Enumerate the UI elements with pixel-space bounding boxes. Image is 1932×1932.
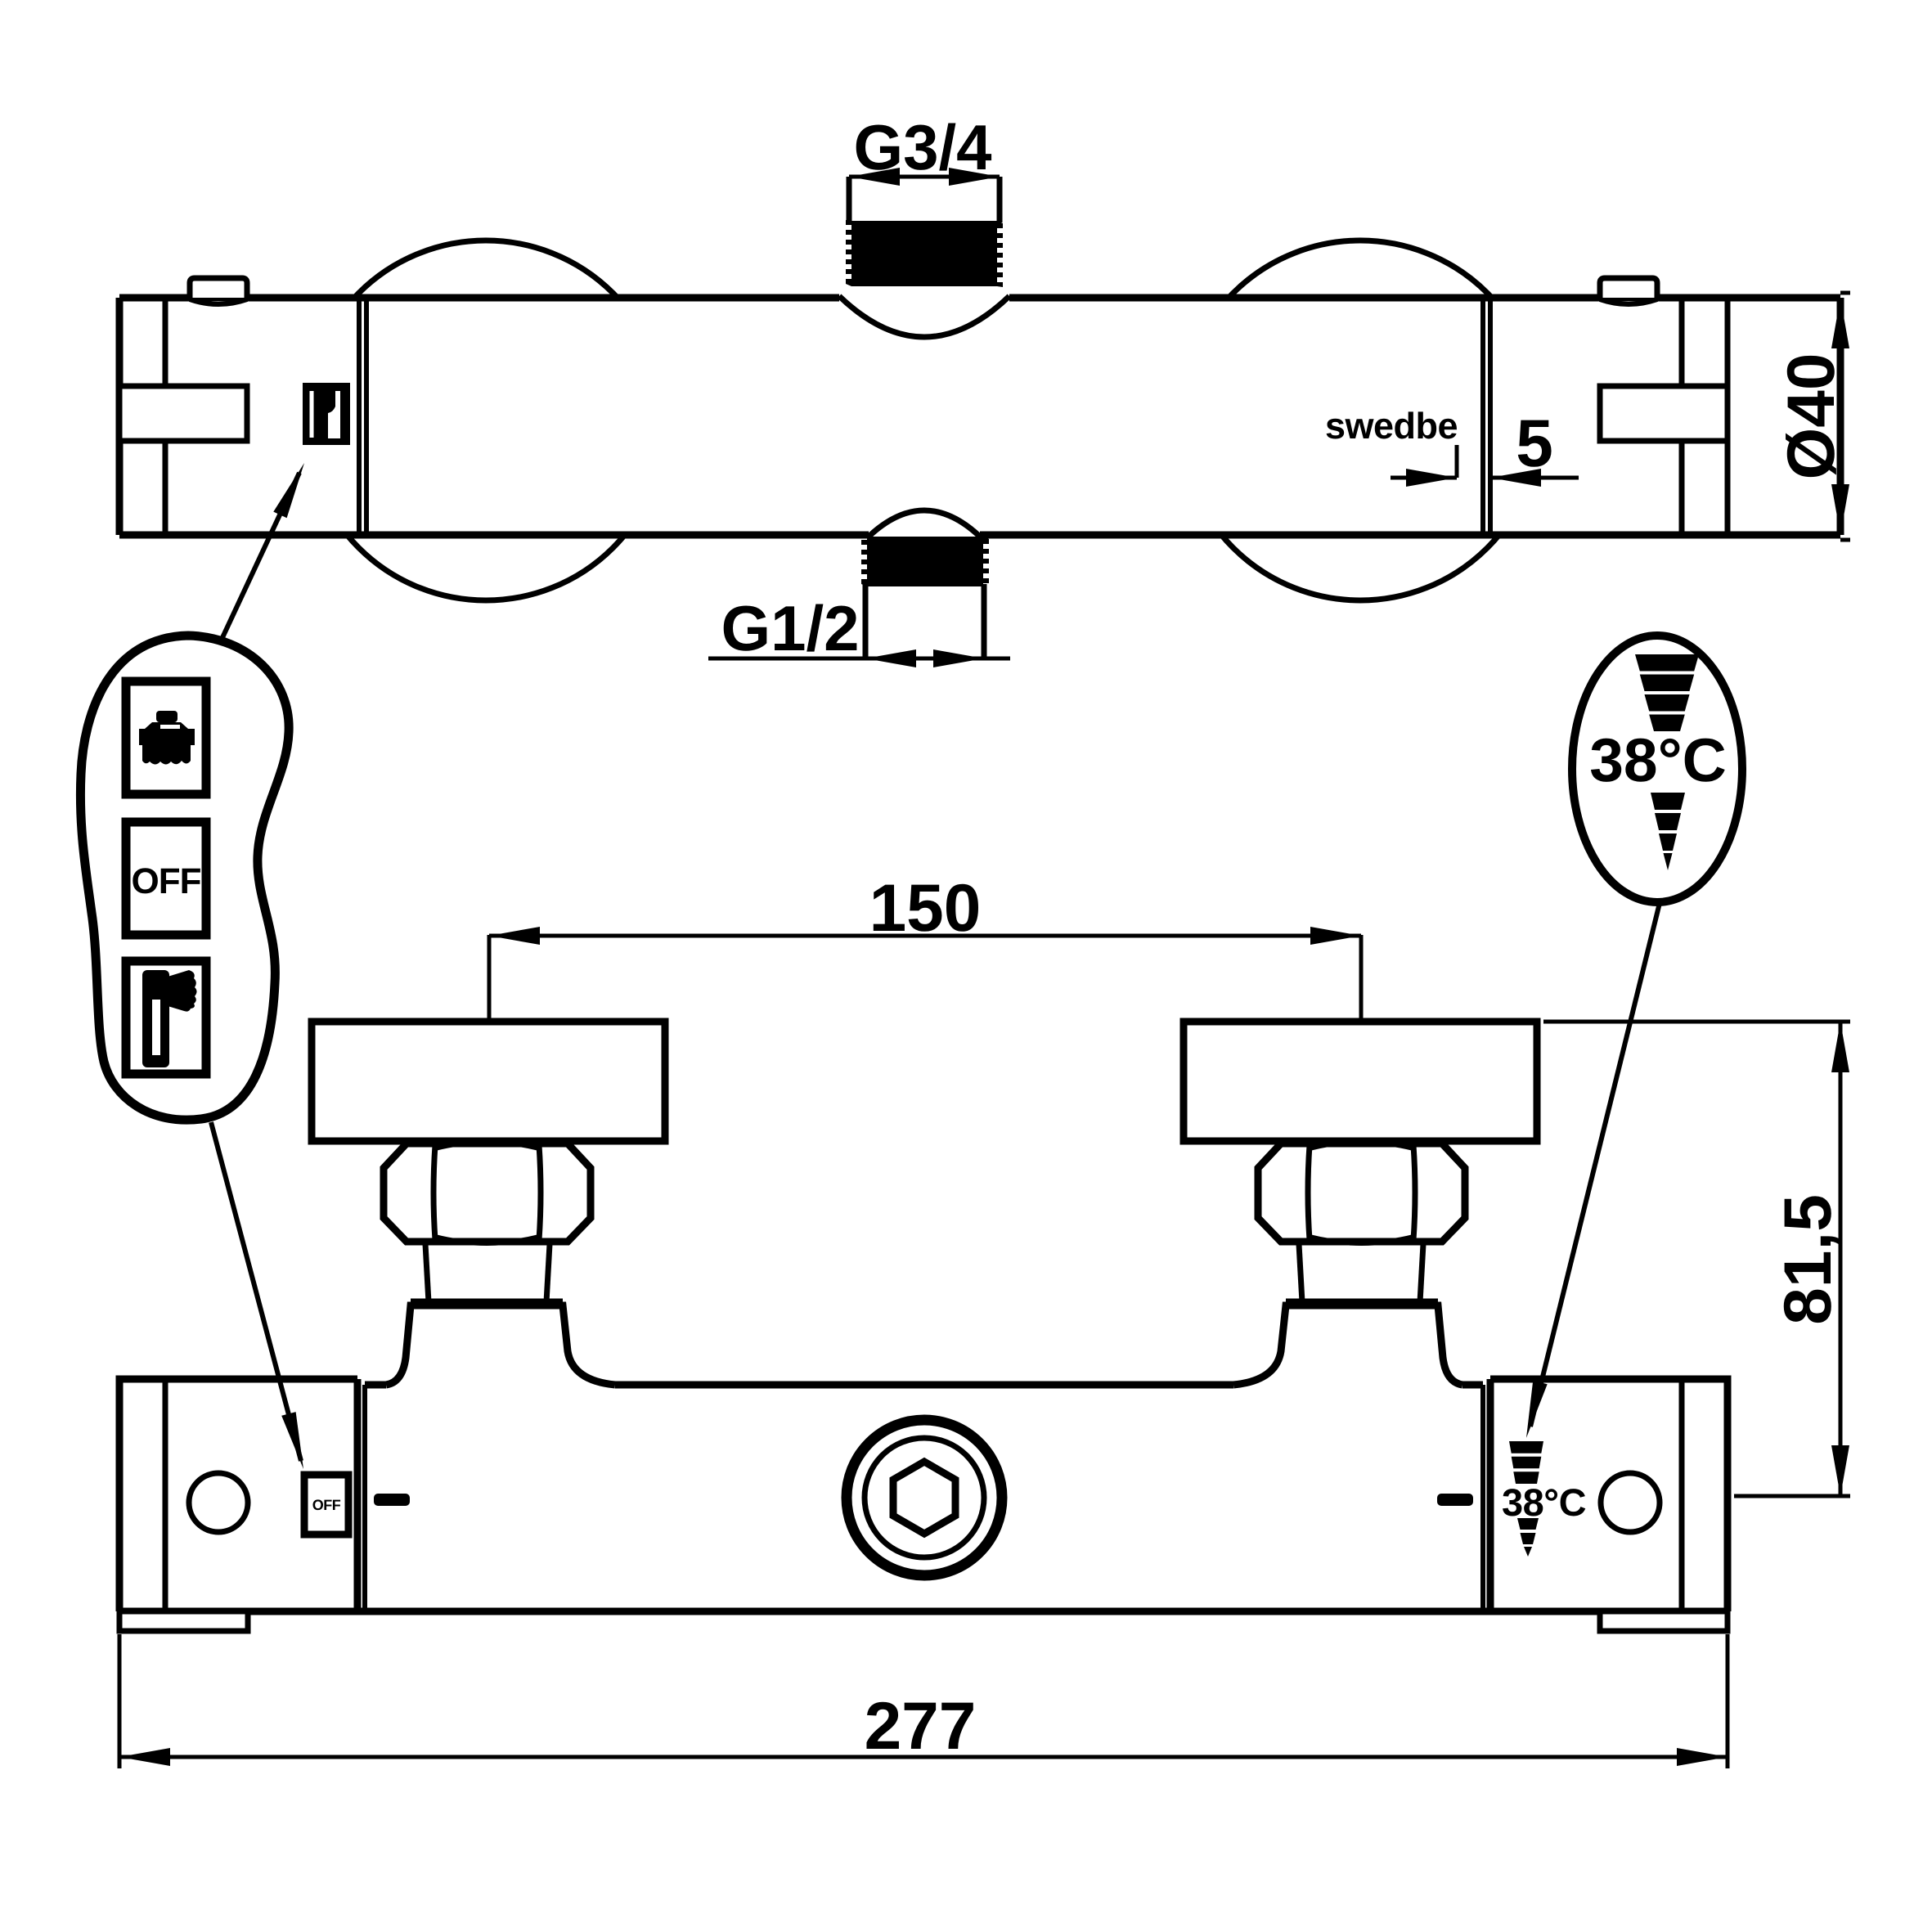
svg-text:150: 150 <box>869 871 982 946</box>
svg-text:38°C: 38°C <box>1502 1480 1586 1524</box>
svg-text:81,5: 81,5 <box>1771 1194 1845 1325</box>
svg-text:38°C: 38°C <box>1589 726 1727 794</box>
svg-text:OFF: OFF <box>132 861 201 901</box>
svg-text:Ø40: Ø40 <box>1774 353 1849 480</box>
svg-text:G1/2: G1/2 <box>721 592 859 664</box>
svg-text:OFF: OFF <box>312 1497 341 1513</box>
svg-text:swedbe: swedbe <box>1325 405 1458 447</box>
svg-text:5: 5 <box>1516 407 1553 481</box>
svg-text:G3/4: G3/4 <box>853 111 991 183</box>
svg-text:277: 277 <box>865 1689 977 1764</box>
